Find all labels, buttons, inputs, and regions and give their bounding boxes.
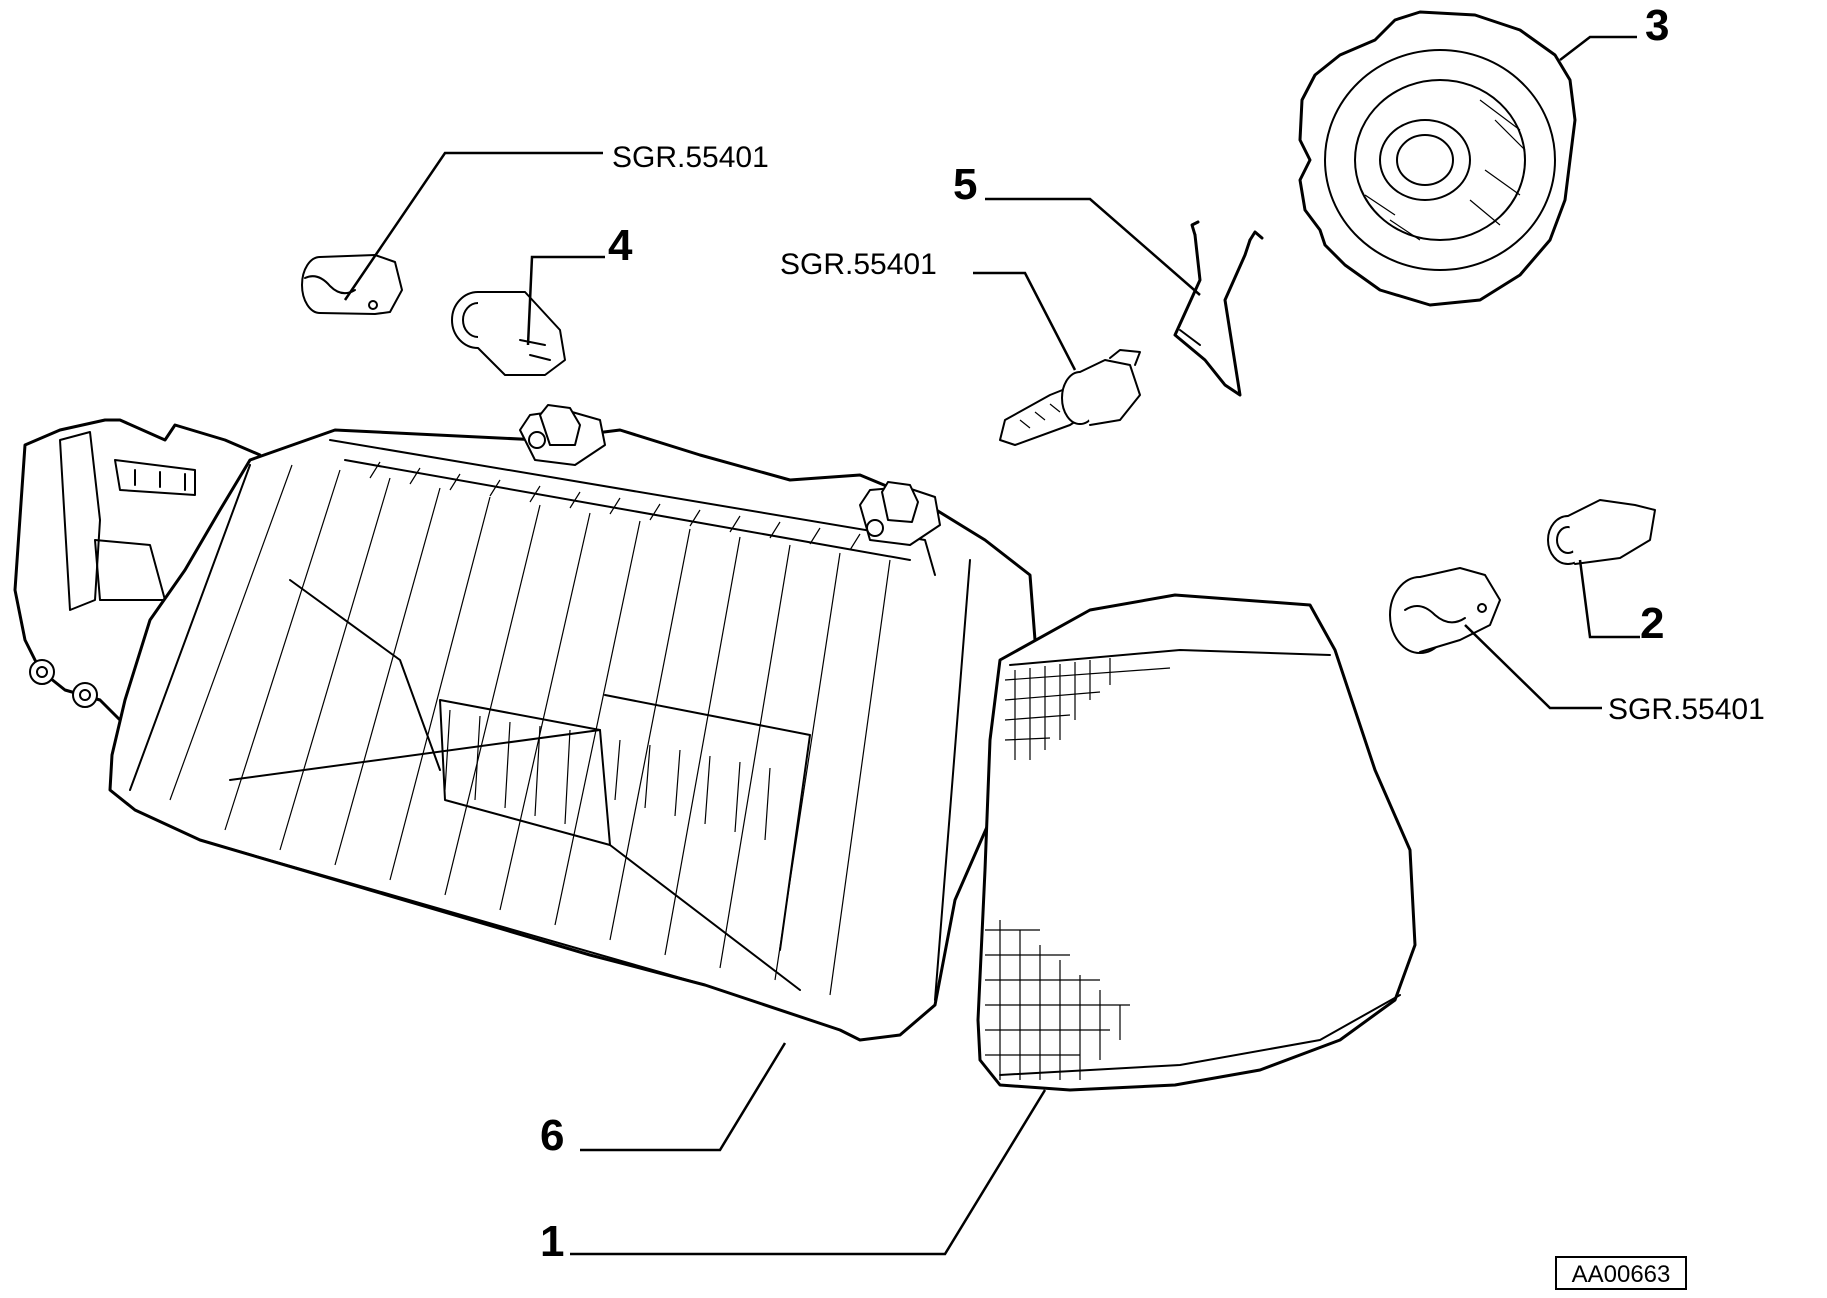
lens-grid-top — [1004, 658, 1171, 760]
bulb-socket-right — [1547, 499, 1656, 565]
socket-top-right — [859, 481, 941, 546]
leader-lines — [343, 35, 1640, 1256]
bulb-top-left — [301, 254, 403, 315]
rear-cover — [1298, 10, 1577, 307]
mounting-screw-left — [29, 659, 98, 708]
callout-6: 6 — [540, 1111, 564, 1160]
callout-1: 1 — [540, 1217, 564, 1266]
drawing-code-box: AA00663 — [1555, 1256, 1687, 1290]
bulb-center — [999, 349, 1141, 446]
reference-label-bulb-top-left: SGR.55401 — [612, 141, 769, 174]
lens-grid-bottom — [985, 920, 1130, 1080]
drawing-code: AA00663 — [1572, 1261, 1671, 1288]
callout-4: 4 — [608, 221, 633, 270]
bulb-right — [1389, 567, 1501, 654]
reference-label-bulb-right: SGR.55401 — [1608, 693, 1765, 726]
indicator-lens — [976, 593, 1417, 1092]
bulb-socket-top — [451, 291, 566, 376]
socket-top-left — [519, 404, 606, 466]
reference-label-bulb-center: SGR.55401 — [780, 248, 937, 281]
headlamp-housing — [13, 404, 1037, 1042]
callout-5: 5 — [953, 160, 977, 209]
callout-2: 2 — [1640, 599, 1664, 648]
callout-labels: SGR.55401 4 SGR.55401 5 3 2 SGR.55401 6 … — [540, 1, 1765, 1266]
callout-3: 3 — [1645, 1, 1669, 50]
spring-clip — [1173, 220, 1264, 397]
